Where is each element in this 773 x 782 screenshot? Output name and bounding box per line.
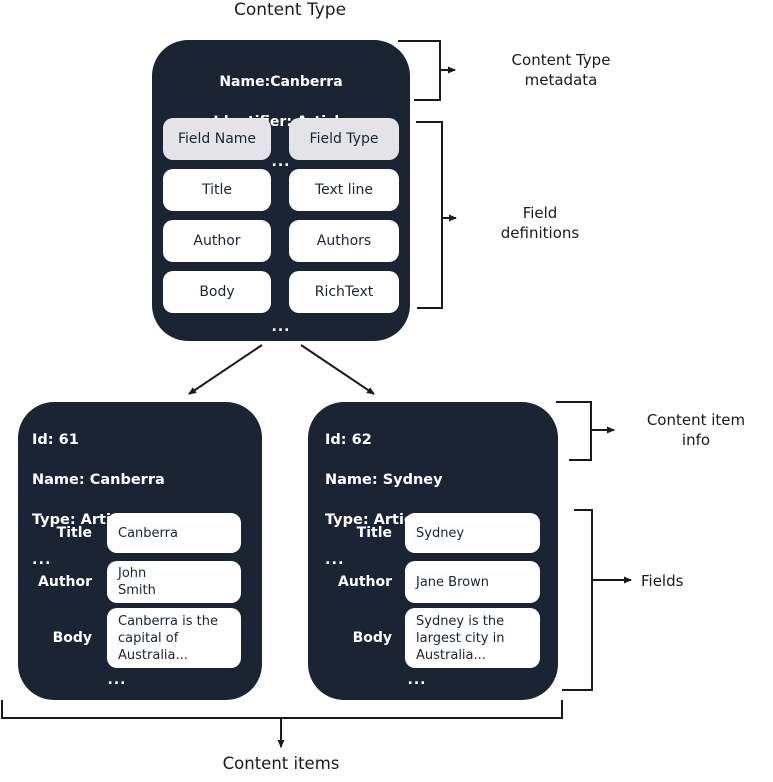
- label-field-definitions: Field definitions: [500, 204, 580, 242]
- field-value-body: Sydney is the largest city in Australia.…: [405, 608, 540, 668]
- content-item-ellipsis: ...: [32, 552, 52, 568]
- field-label-author: Author: [38, 574, 92, 590]
- content-item-ellipsis: ...: [325, 552, 345, 568]
- field-label-body: Body: [52, 630, 92, 646]
- field-type-header: Field Type: [289, 118, 399, 160]
- bracket-field-definitions: [416, 121, 443, 309]
- field-name-header: Field Name: [163, 118, 271, 160]
- content-type-name: Name:Canberra: [219, 74, 343, 90]
- field-value-author: Jane Brown: [405, 561, 540, 603]
- field-value-title: Sydney: [405, 513, 540, 553]
- content-item-name: Name: Sydney: [325, 472, 443, 488]
- content-type-ellipsis: ...: [271, 154, 291, 170]
- field-label-body: Body: [352, 630, 392, 646]
- field-name-cell: Author: [163, 220, 271, 262]
- field-label-author: Author: [338, 574, 392, 590]
- page-title: Content Type: [233, 0, 347, 20]
- content-item-footer-ellipsis: ...: [107, 672, 127, 688]
- field-name-cell: Title: [163, 169, 271, 211]
- content-item-info-block: Id: 61 Name: Canberra Type: Article ...: [32, 410, 165, 590]
- label-content-items: Content items: [222, 754, 340, 773]
- bracket-content-item-info: [556, 401, 592, 461]
- field-value-author: John Smith: [107, 561, 241, 603]
- arrow-to-content-item-61: [188, 344, 263, 395]
- arrow-to-content-item-62: [300, 344, 375, 395]
- bracket-content-items: [1, 700, 563, 719]
- label-content-type-metadata: Content Type metadata: [511, 51, 611, 89]
- field-type-cell: Authors: [289, 220, 399, 262]
- content-item-box-61: Id: 61 Name: Canberra Type: Article ... …: [18, 402, 262, 700]
- field-type-cell: Text line: [289, 169, 399, 211]
- field-label-title: Title: [56, 525, 92, 541]
- content-type-footer-ellipsis: ...: [271, 319, 291, 335]
- content-item-id: Id: 61: [32, 432, 79, 448]
- label-fields: Fields: [641, 572, 684, 590]
- content-item-id: Id: 62: [325, 432, 372, 448]
- content-item-box-62: Id: 62 Name: Sydney Type: Article ... Ti…: [308, 402, 558, 700]
- field-label-title: Title: [356, 525, 392, 541]
- field-name-cell: Body: [163, 271, 271, 313]
- label-content-item-info: Content item info: [646, 411, 746, 449]
- content-type-box: Name:Canberra Identifier: Article ... Fi…: [152, 40, 410, 341]
- field-value-title: Canberra: [107, 513, 241, 553]
- field-definitions-table: Field Name Field Type Title Text line Au…: [163, 118, 399, 313]
- content-item-footer-ellipsis: ...: [407, 672, 427, 688]
- content-item-name: Name: Canberra: [32, 472, 165, 488]
- bracket-fields: [562, 509, 593, 691]
- field-value-body: Canberra is the capital of Australia...: [107, 608, 241, 668]
- field-type-cell: RichText: [289, 271, 399, 313]
